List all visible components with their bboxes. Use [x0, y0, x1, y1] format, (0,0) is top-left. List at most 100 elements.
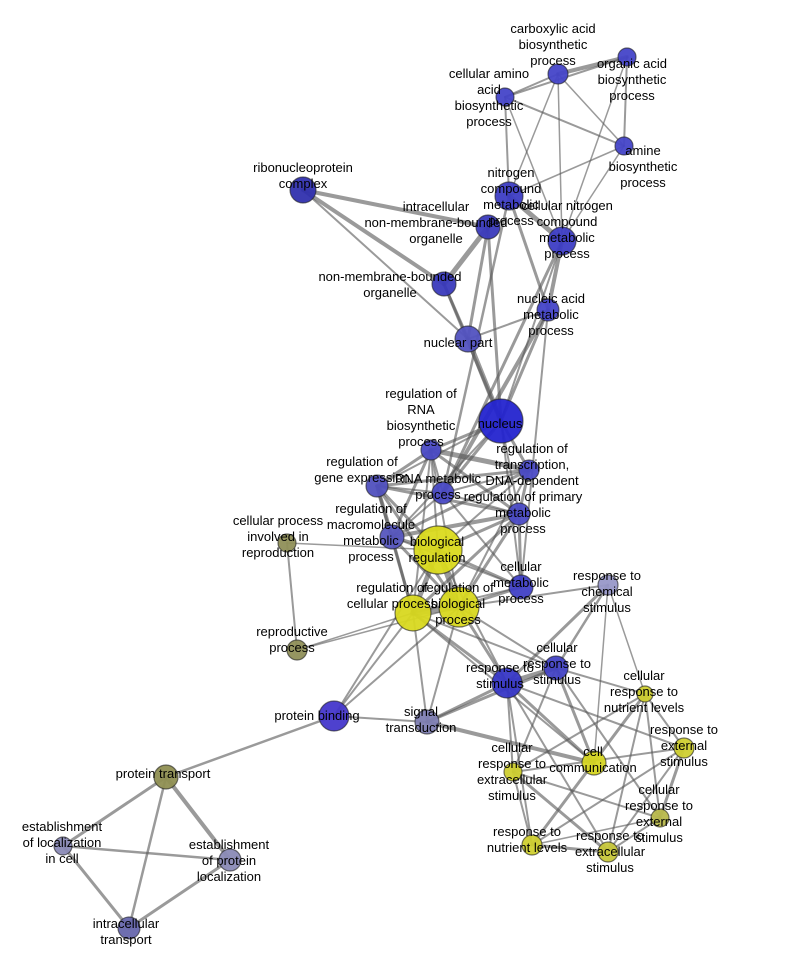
node-estloc[interactable]: [53, 836, 73, 856]
edge-carb-nitro: [508, 73, 559, 197]
edge-nitro-nucacid: [507, 194, 550, 312]
node-ribo[interactable]: [289, 176, 317, 204]
edge-amine-nitro: [508, 145, 625, 197]
edge-regcellp-protbind: [333, 612, 414, 717]
edge-cellrepro-repro: [286, 542, 298, 651]
node-estprot[interactable]: [218, 848, 242, 872]
edge-respstim-cellcomm: [505, 681, 596, 765]
node-regcellp[interactable]: [394, 594, 432, 632]
node-cellcomm[interactable]: [581, 750, 607, 776]
edge-crextracell-crexternal: [512, 771, 661, 819]
edge-carb-celln: [557, 73, 563, 242]
edge-respnutr-respextracell: [530, 843, 610, 854]
edge-amino-nitro: [504, 96, 510, 197]
node-regprim[interactable]: [507, 502, 531, 526]
edge-amine-celln: [561, 145, 625, 242]
node-nucacid[interactable]: [536, 298, 560, 322]
edge-cellresp-respchem: [554, 583, 610, 670]
node-amino[interactable]: [495, 87, 515, 107]
node-regtrans[interactable]: [518, 459, 540, 481]
edge-amino-amine: [504, 96, 625, 147]
edge-respext-respnutr: [531, 747, 685, 846]
node-respnutr[interactable]: [521, 834, 543, 856]
edge-intraorg-nucpart: [466, 225, 490, 341]
edge-regcellp-repro: [296, 612, 414, 651]
edge-crnutrient-respextracell: [607, 693, 646, 853]
edge-respnutr-crexternal: [531, 817, 661, 846]
edge-respstim-respextracell: [506, 682, 609, 853]
node-carb[interactable]: [547, 63, 569, 85]
node-nitro[interactable]: [494, 181, 524, 211]
node-respext[interactable]: [673, 737, 695, 759]
edge-cellcomm-signal: [425, 720, 596, 765]
node-celln[interactable]: [547, 226, 577, 256]
node-reggene[interactable]: [365, 474, 389, 498]
edge-intraorg-nucleus: [486, 225, 503, 423]
node-repro[interactable]: [286, 639, 308, 661]
edge-ribo-nucpart: [302, 189, 469, 340]
edge-crnutrient-crexternal: [644, 693, 661, 819]
node-cellmet[interactable]: [508, 574, 534, 600]
edge-bioreg-cellrepro: [286, 542, 439, 551]
edge-regtrans-reggene: [375, 468, 531, 488]
node-respstim[interactable]: [491, 667, 523, 699]
node-signal[interactable]: [414, 709, 440, 735]
node-regmacro[interactable]: [379, 524, 405, 550]
node-respextracell[interactable]: [597, 841, 619, 863]
edge-respstim-respchem: [505, 583, 610, 685]
edge-regrna-regprim: [429, 448, 521, 516]
edge-celln-nucleus: [500, 240, 563, 422]
node-org[interactable]: [617, 47, 637, 67]
node-nmborg[interactable]: [431, 271, 457, 297]
edge-org-amine: [623, 56, 628, 147]
edge-regbiop-respchem: [458, 584, 609, 608]
edge-amino-celln: [504, 96, 563, 242]
node-intraorg[interactable]: [475, 214, 501, 240]
node-protbind[interactable]: [318, 700, 350, 732]
edge-ribo-intraorg: [301, 188, 490, 229]
node-regrna[interactable]: [420, 439, 442, 461]
node-nucpart[interactable]: [454, 325, 482, 353]
node-cellresp[interactable]: [543, 655, 569, 681]
node-regbiop[interactable]: [438, 586, 480, 628]
edge-crextracell-respextracell: [511, 770, 610, 854]
edge-regtrans-rnamet: [442, 469, 530, 494]
node-intratrans[interactable]: [117, 916, 141, 940]
edge-respchem-cellcomm: [593, 584, 609, 764]
edge-nucacid-cellmet: [520, 309, 549, 588]
node-rnamet[interactable]: [431, 481, 455, 505]
node-nucleus[interactable]: [478, 398, 524, 444]
node-cellrepro[interactable]: [277, 533, 297, 553]
edge-estprot-intratrans: [127, 858, 232, 930]
node-crextracell[interactable]: [503, 762, 523, 782]
label-nucpart: nuclear part: [424, 335, 493, 350]
node-prottrans[interactable]: [153, 764, 179, 790]
node-amine[interactable]: [614, 136, 634, 156]
edge-regbiop-repro: [296, 606, 460, 651]
node-crnutrient[interactable]: [636, 685, 654, 703]
edge-celln-rnamet: [441, 239, 564, 495]
node-bioreg[interactable]: [413, 525, 463, 575]
edge-regprim-regmacro: [390, 512, 521, 539]
node-respchem[interactable]: [597, 574, 619, 596]
node-crexternal[interactable]: [650, 808, 670, 828]
